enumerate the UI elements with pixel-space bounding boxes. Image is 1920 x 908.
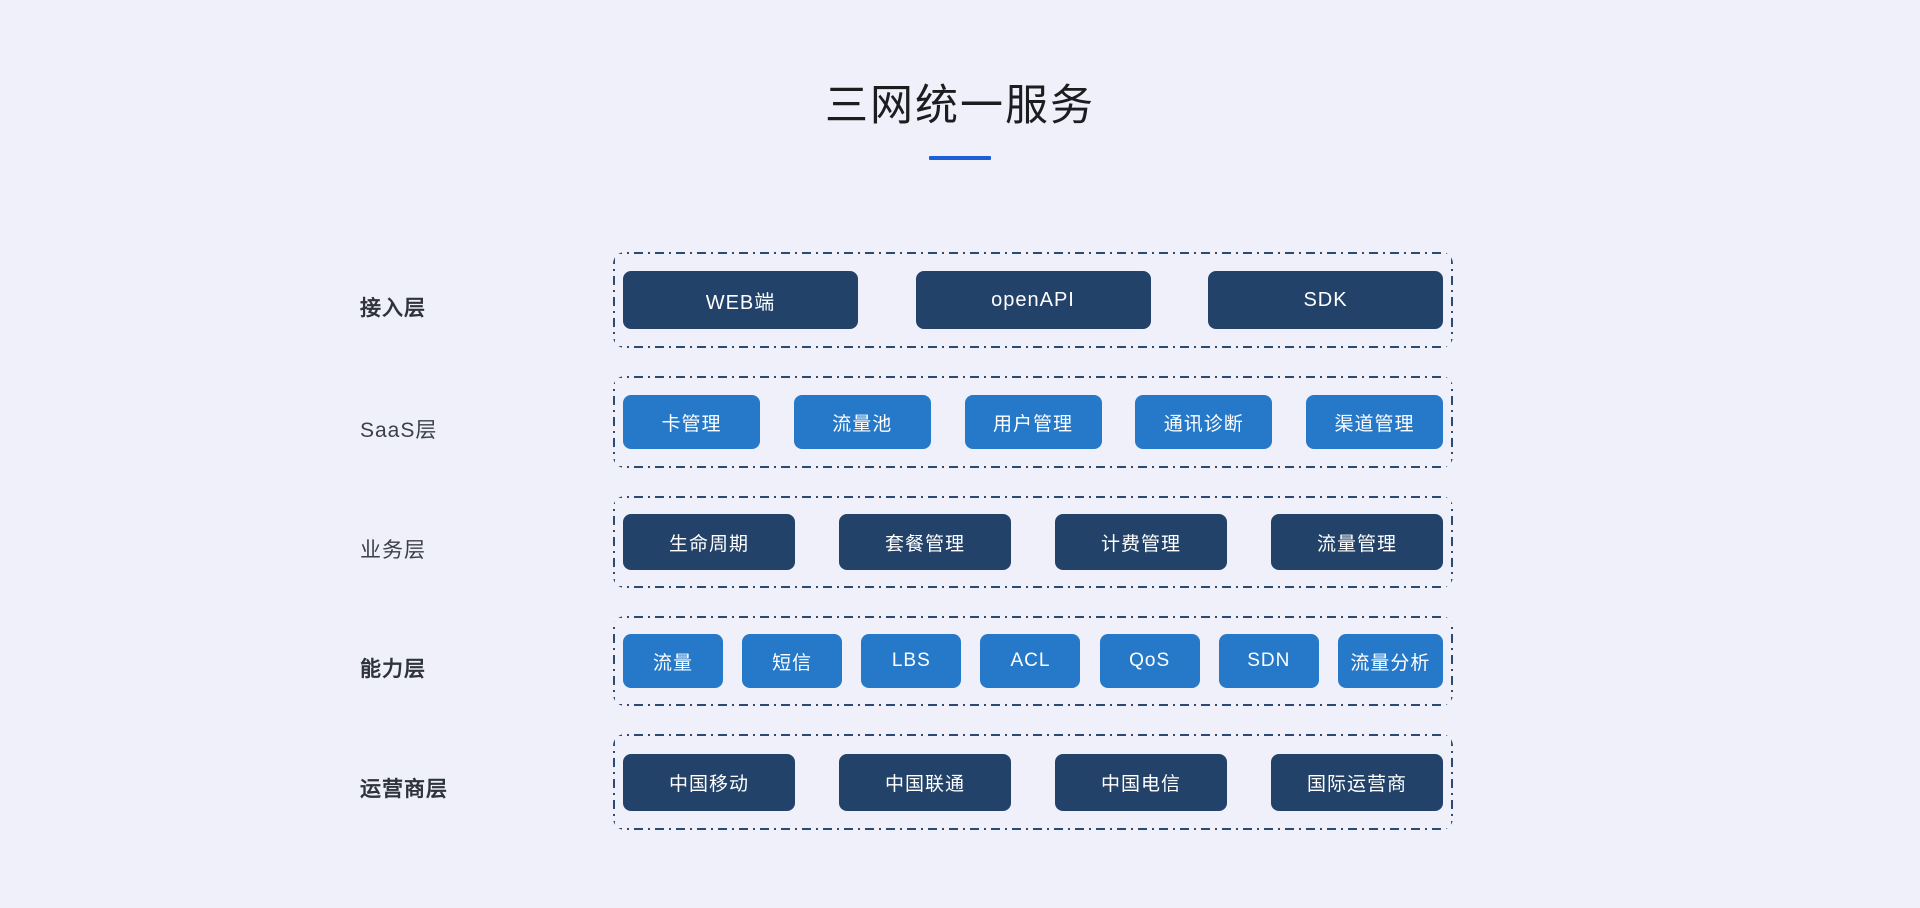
layer-item-lifecycle[interactable]: 生命周期 — [623, 514, 795, 570]
layer-label-ability: 能力层 — [360, 658, 426, 681]
layer-container-saas: 卡管理 流量池 用户管理 通讯诊断 渠道管理 — [613, 376, 1453, 468]
layer-item-channel-management[interactable]: 渠道管理 — [1306, 395, 1443, 449]
layer-cells-access: WEB端 openAPI SDK — [623, 271, 1443, 329]
layer-item-traffic[interactable]: 流量 — [623, 634, 723, 688]
layer-item-china-mobile[interactable]: 中国移动 — [623, 753, 795, 811]
layer-item-international-operator[interactable]: 国际运营商 — [1271, 753, 1443, 811]
layer-cells-business: 生命周期 套餐管理 计费管理 流量管理 — [623, 514, 1443, 570]
title-underline — [929, 156, 991, 160]
layer-item-traffic-management[interactable]: 流量管理 — [1271, 514, 1443, 570]
layer-cells-operator: 中国移动 中国联通 中国电信 国际运营商 — [623, 753, 1443, 811]
layer-container-operator: 中国移动 中国联通 中国电信 国际运营商 — [613, 734, 1453, 830]
layer-item-openapi[interactable]: openAPI — [915, 271, 1151, 329]
layer-cells-saas: 卡管理 流量池 用户管理 通讯诊断 渠道管理 — [623, 395, 1443, 449]
layer-item-user-management[interactable]: 用户管理 — [964, 395, 1102, 449]
layer-row-access: 接入层 WEB端 openAPI SDK — [0, 252, 1920, 362]
title-block: 三网统一服务 — [0, 78, 1920, 160]
layer-cells-ability: 流量 短信 LBS ACL QoS SDN 流量分析 — [623, 634, 1443, 688]
layer-item-china-telecom[interactable]: 中国电信 — [1055, 753, 1227, 811]
layer-container-ability: 流量 短信 LBS ACL QoS SDN 流量分析 — [613, 616, 1453, 706]
layer-item-china-unicom[interactable]: 中国联通 — [839, 753, 1011, 811]
layer-label-saas: SaaS层 — [360, 419, 438, 442]
layer-item-web[interactable]: WEB端 — [623, 271, 858, 329]
layer-item-acl[interactable]: ACL — [980, 634, 1081, 688]
layer-item-card-management[interactable]: 卡管理 — [623, 395, 760, 449]
page-title: 三网统一服务 — [825, 82, 1095, 130]
layer-item-package-management[interactable]: 套餐管理 — [839, 514, 1011, 570]
layer-item-lbs[interactable]: LBS — [861, 634, 962, 688]
layer-container-access: WEB端 openAPI SDK — [613, 252, 1453, 348]
layer-item-qos[interactable]: QoS — [1099, 634, 1200, 688]
layer-item-sdk[interactable]: SDK — [1208, 271, 1443, 329]
layer-row-ability: 能力层 流量 短信 LBS ACL QoS SDN 流量分析 — [0, 616, 1920, 720]
layer-row-operator: 运营商层 中国移动 中国联通 中国电信 国际运营商 — [0, 734, 1920, 842]
layer-item-sms[interactable]: 短信 — [742, 634, 843, 688]
layer-label-access: 接入层 — [360, 297, 426, 320]
layer-item-comm-diagnosis[interactable]: 通讯诊断 — [1135, 395, 1273, 449]
layer-container-business: 生命周期 套餐管理 计费管理 流量管理 — [613, 496, 1453, 588]
layer-item-billing-management[interactable]: 计费管理 — [1055, 514, 1227, 570]
layer-item-traffic-pool[interactable]: 流量池 — [793, 395, 931, 449]
layer-label-operator: 运营商层 — [360, 778, 448, 801]
layer-label-business: 业务层 — [360, 539, 426, 562]
layer-item-sdn[interactable]: SDN — [1218, 634, 1319, 688]
layer-stack: 接入层 WEB端 openAPI SDK SaaS层 卡管理 流量池 用户管理 … — [0, 252, 1920, 856]
layer-row-business: 业务层 生命周期 套餐管理 计费管理 流量管理 — [0, 496, 1920, 602]
layer-row-saas: SaaS层 卡管理 流量池 用户管理 通讯诊断 渠道管理 — [0, 376, 1920, 482]
layer-item-traffic-analysis[interactable]: 流量分析 — [1337, 634, 1443, 688]
